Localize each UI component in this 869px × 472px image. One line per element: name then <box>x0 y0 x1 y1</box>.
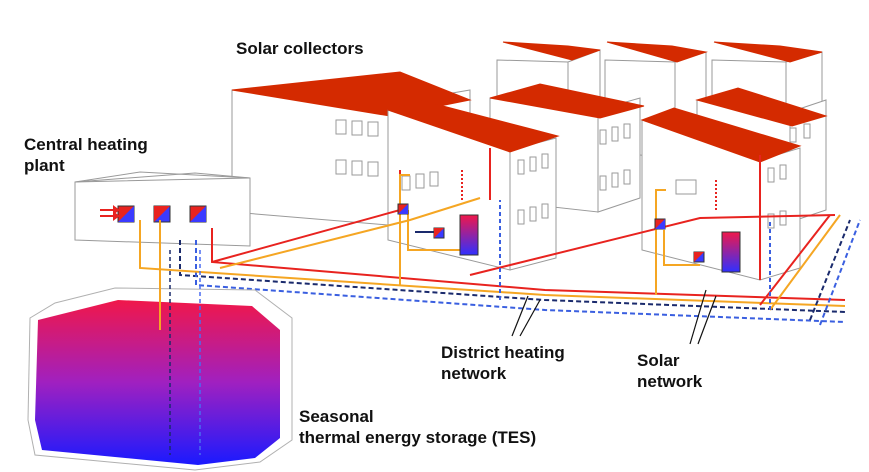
building-front-1 <box>386 99 560 271</box>
windows <box>335 119 811 229</box>
building-tank-icon <box>459 214 479 256</box>
heat-exchanger-icon <box>153 205 171 223</box>
heat-exchangers <box>117 203 705 263</box>
solar-collectors-label: Solar collectors <box>236 38 364 59</box>
building-pipes <box>399 148 771 310</box>
plant-input-arrows <box>100 205 120 221</box>
seasonal-tes-line-1: Seasonal <box>299 407 374 426</box>
district-heating-network-line-2: network <box>441 364 507 383</box>
seasonal-tes-label: Seasonal thermal energy storage (TES) <box>299 406 536 448</box>
callout-lines <box>511 289 717 345</box>
solar-network-line-1: Solar <box>637 351 680 370</box>
district-heating-network-line-1: District heating <box>441 343 565 362</box>
district-heating-pipes <box>139 170 861 326</box>
solar-network-line-2: network <box>637 372 703 391</box>
central-heating-plant-line-2: plant <box>24 156 65 175</box>
heat-exchanger-icon <box>654 218 666 230</box>
solar-collectors-text: Solar collectors <box>236 39 364 58</box>
heat-exchanger-icon <box>189 205 207 223</box>
central-heating-plant-label: Central heating plant <box>24 134 148 176</box>
seasonal-tes-line-2: thermal energy storage (TES) <box>299 428 537 447</box>
heat-exchanger-icon <box>397 203 409 215</box>
central-heating-plant-line-1: Central heating <box>24 135 148 154</box>
district-heating-network-label: District heating network <box>441 342 565 384</box>
seasonal-tes <box>27 220 293 471</box>
building-tank-icon <box>721 231 741 273</box>
heat-exchanger-icon <box>693 251 705 263</box>
heat-exchanger-icon <box>433 227 445 239</box>
solar-network-label: Solar network <box>637 350 702 392</box>
heat-exchanger-icon <box>117 205 135 223</box>
